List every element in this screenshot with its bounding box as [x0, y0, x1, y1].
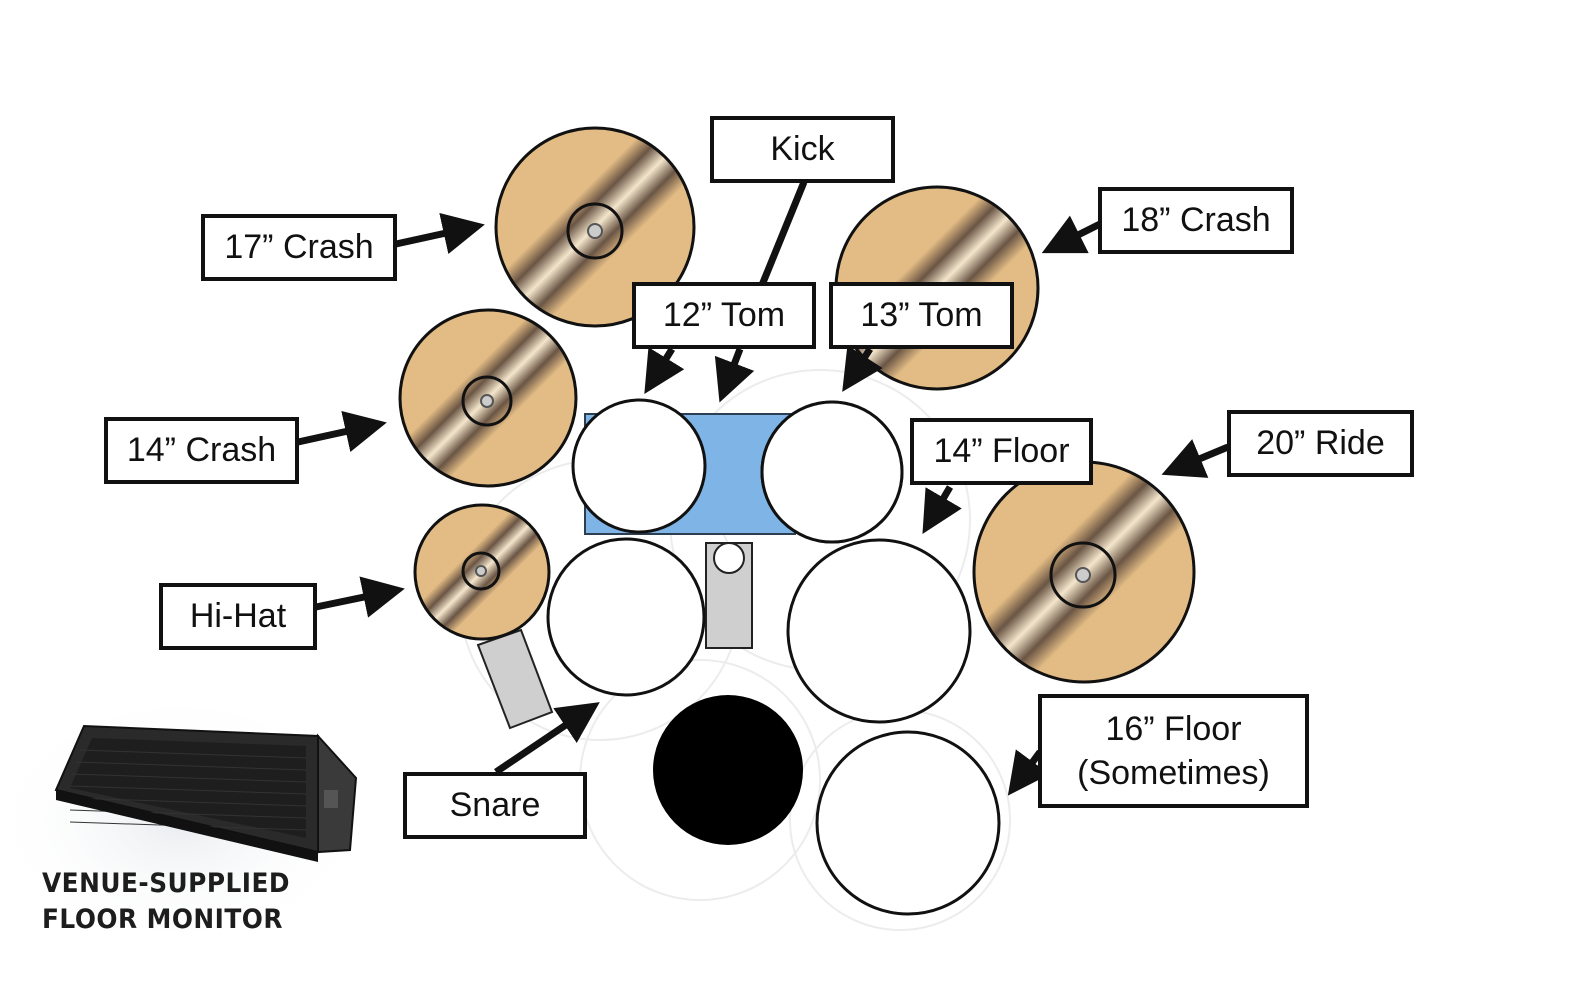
ride-20-cymbal [972, 460, 1196, 684]
arrow-tom-13 [842, 345, 883, 392]
label-16-floor-line2: (Sometimes) [1077, 754, 1270, 792]
crash-17-cymbal [494, 126, 696, 328]
label-16-floor: 16” Floor (Sometimes) [1038, 694, 1309, 808]
floor-monitor-caption-line2: FLOOR MONITOR [42, 904, 283, 935]
arrow-crash-18 [1041, 215, 1102, 254]
floor-tom-14 [786, 538, 972, 724]
arrow-ride-20 [1161, 439, 1230, 478]
arrow-tom-12 [644, 347, 685, 394]
label-14-floor: 14” Floor [910, 418, 1093, 485]
arrow-crash-17 [395, 212, 485, 255]
label-17-crash: 17” Crash [201, 214, 397, 281]
hihat-pedal [476, 628, 554, 730]
label-18-crash: 18” Crash [1098, 187, 1294, 254]
leader-kick [758, 180, 808, 287]
arrow-snare [494, 702, 600, 775]
kick-beater [713, 542, 745, 574]
arrow-hihat [315, 576, 405, 618]
arrow-floor-16 [1007, 749, 1050, 796]
label-20-ride: 20” Ride [1227, 410, 1414, 477]
floor-monitor [0, 690, 370, 950]
tom-12 [571, 398, 707, 534]
hihat-cymbal [413, 503, 551, 641]
arrow-kick [714, 347, 755, 403]
label-16-floor-line1: 16” Floor [1105, 709, 1242, 748]
label-kick: Kick [710, 116, 895, 183]
label-14-crash: 14” Crash [104, 417, 299, 484]
arrow-crash-14 [297, 410, 387, 453]
floor-monitor-caption-line1: VENUE-SUPPLIED [42, 868, 291, 899]
floor-tom-16 [815, 730, 1001, 916]
tom-13-top [760, 400, 904, 544]
drum-throne [653, 695, 803, 845]
arrow-floor-14 [922, 485, 962, 535]
label-12-tom: 12” Tom [632, 282, 816, 349]
snare-drum [546, 537, 706, 697]
label-hi-hat: Hi-Hat [159, 583, 317, 650]
floor-monitor-caption: VENUE-SUPPLIED FLOOR MONITOR [42, 866, 290, 938]
crash-14-cymbal [398, 308, 578, 488]
label-snare: Snare [403, 772, 587, 839]
label-13-tom: 13” Tom [829, 282, 1014, 349]
